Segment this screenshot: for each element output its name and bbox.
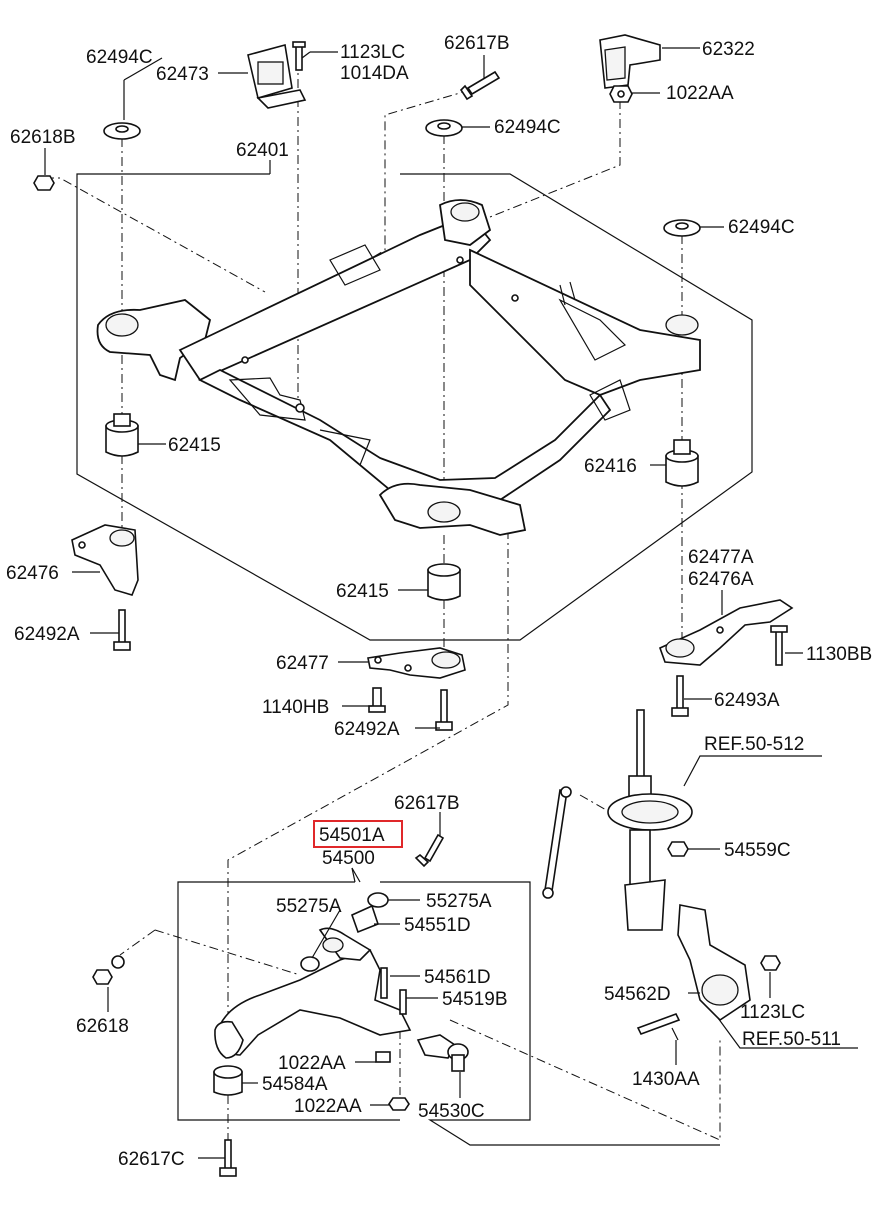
bracket-62477 <box>367 647 466 679</box>
highlight-box-54501a <box>313 820 403 848</box>
nut-62618b <box>33 175 55 191</box>
bolt-1123lc-top <box>292 41 306 71</box>
label-62617b[interactable]: 62617B <box>444 33 510 54</box>
bolt-62492a-left <box>113 609 131 651</box>
lower-arm-group-outline <box>380 881 720 1146</box>
dash-line <box>227 530 509 1025</box>
bracket-62476 <box>71 524 139 596</box>
label-62494c[interactable]: 62494C <box>728 217 795 238</box>
bushing-62415-left <box>105 413 139 457</box>
bolt-62617b-top <box>459 70 501 101</box>
washer-62494c-right <box>663 219 701 237</box>
bushing-62415-center <box>427 563 461 601</box>
label-62618[interactable]: 62618 <box>76 1016 129 1037</box>
bolt-54561d <box>380 967 388 999</box>
subframe-crossmember <box>96 199 701 536</box>
label-54501a[interactable]: 54501A <box>319 825 385 846</box>
lower-arm-box-left <box>177 881 400 1121</box>
dash-line <box>154 929 301 976</box>
label-62401[interactable]: 62401 <box>236 140 289 161</box>
bushing-62416 <box>665 439 699 487</box>
dash-line <box>45 177 266 293</box>
label-62322[interactable]: 62322 <box>702 39 755 60</box>
label-1140hb[interactable]: 1140HB <box>262 697 329 718</box>
washer-62494c-center <box>425 119 463 137</box>
label-1014da[interactable]: 1014DA <box>340 63 409 84</box>
strut-assembly <box>607 709 693 931</box>
label-62476[interactable]: 62476 <box>6 563 59 584</box>
label-54530c[interactable]: 54530C <box>418 1101 485 1122</box>
label-62415[interactable]: 62415 <box>336 581 389 602</box>
bushing-54584a <box>213 1065 243 1096</box>
lower-control-arm <box>214 927 412 1059</box>
label-62476a[interactable]: 62476A <box>688 569 754 590</box>
label-55275a[interactable]: 55275A <box>426 891 492 912</box>
bolt-54519b <box>399 989 407 1015</box>
label-62492a[interactable]: 62492A <box>14 624 80 645</box>
nut-1022aa-arm <box>375 1051 391 1063</box>
bushing-55275a-right <box>367 892 389 908</box>
bolt-1140hb <box>368 687 386 713</box>
label-62477a[interactable]: 62477A <box>688 547 754 568</box>
label-1022aa[interactable]: 1022AA <box>294 1096 362 1117</box>
bolt-62617c <box>219 1139 237 1177</box>
stabilizer-link <box>542 786 572 899</box>
label-62492a[interactable]: 62492A <box>334 719 400 740</box>
label-62494c[interactable]: 62494C <box>86 47 153 68</box>
washer-62494c-left <box>103 122 141 140</box>
label-1130bb[interactable]: 1130BB <box>806 644 872 665</box>
pin-1430aa <box>671 1027 679 1041</box>
bolt-62617b-lower <box>414 833 445 868</box>
label-55275a[interactable]: 55275A <box>276 896 342 917</box>
label-62477[interactable]: 62477 <box>276 653 329 674</box>
bolt-62492a-center <box>435 689 453 731</box>
subframe-group-outline <box>76 173 753 641</box>
label-62617c[interactable]: 62617C <box>118 1149 185 1170</box>
label-1022aa[interactable]: 1022AA <box>666 83 734 104</box>
dash-line <box>119 929 156 956</box>
ball-joint-54530c <box>416 1034 469 1072</box>
bracket-62322 <box>599 34 661 89</box>
label-62493a[interactable]: 62493A <box>714 690 780 711</box>
label-54584a[interactable]: 54584A <box>262 1074 328 1095</box>
label-54551d[interactable]: 54551D <box>404 915 471 936</box>
label-54500[interactable]: 54500 <box>322 848 375 869</box>
label-ref-50-511[interactable]: REF.50-511 <box>742 1029 841 1050</box>
nut-54559c <box>667 841 689 857</box>
bolt-1123lc-knuckle <box>760 955 781 971</box>
label-54562d[interactable]: 54562D <box>604 984 671 1005</box>
dash-line <box>449 1019 721 1141</box>
label-62618b[interactable]: 62618B <box>10 127 76 148</box>
bushing-55275a-left <box>300 956 320 972</box>
bushing-54551d <box>351 904 379 934</box>
label-ref-50-512[interactable]: REF.50-512 <box>704 734 804 755</box>
leader-lines <box>44 47 858 1159</box>
knuckle <box>677 904 751 1022</box>
label-1123lc[interactable]: 1123LC <box>340 42 405 63</box>
nut-62618 <box>92 955 125 985</box>
bracket-62473 <box>247 43 307 109</box>
label-62416[interactable]: 62416 <box>584 456 637 477</box>
label-62473[interactable]: 62473 <box>156 64 209 85</box>
dash-line <box>469 100 621 226</box>
bracket-62477a <box>658 599 794 666</box>
label-1022aa[interactable]: 1022AA <box>278 1053 346 1074</box>
label-54561d[interactable]: 54561D <box>424 967 491 988</box>
bolt-1130bb <box>770 625 788 666</box>
nut-1022aa-lower <box>388 1097 410 1111</box>
label-62494c[interactable]: 62494C <box>494 117 561 138</box>
label-54519b[interactable]: 54519B <box>442 989 508 1010</box>
bolt-54562d <box>636 1013 681 1035</box>
bolt-62493a <box>671 675 689 717</box>
label-62617b[interactable]: 62617B <box>394 793 460 814</box>
label-1430aa[interactable]: 1430AA <box>632 1069 700 1090</box>
label-1123lc[interactable]: 1123LC <box>740 1002 805 1023</box>
label-62415[interactable]: 62415 <box>168 435 221 456</box>
label-54559c[interactable]: 54559C <box>724 840 791 861</box>
nut-1022aa-top <box>609 85 633 103</box>
